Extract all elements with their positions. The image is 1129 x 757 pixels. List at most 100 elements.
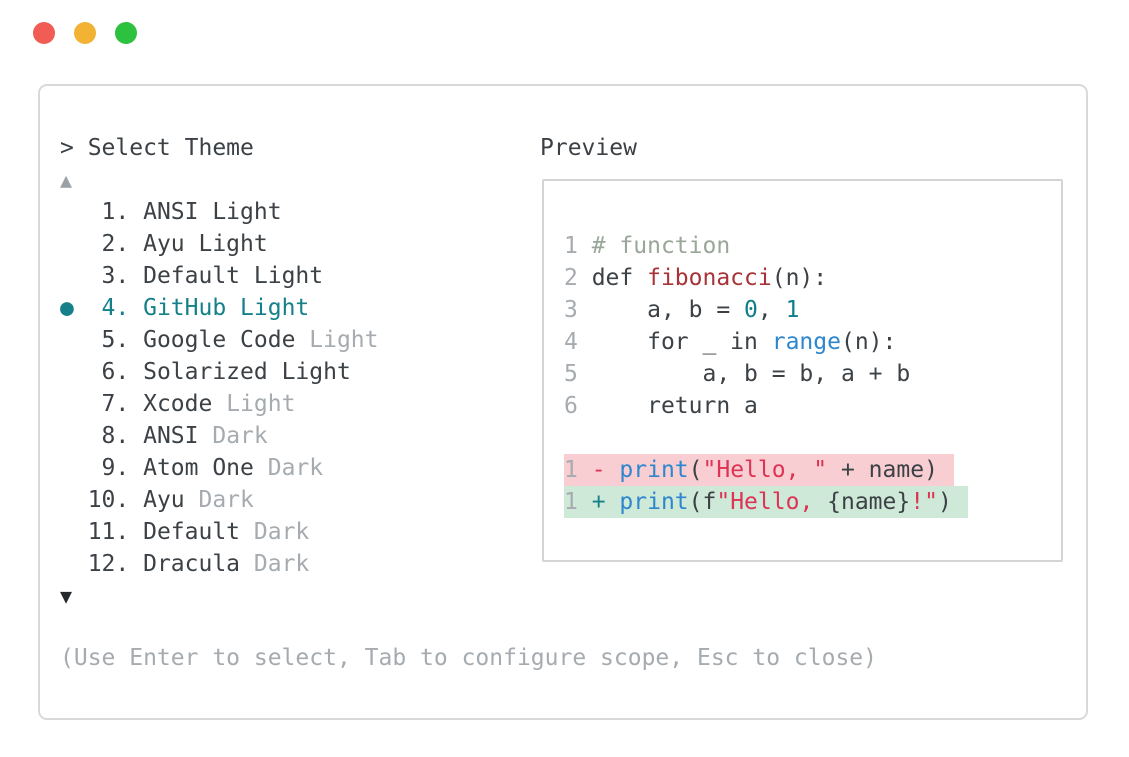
select-theme-prompt: > Select Theme	[60, 135, 254, 161]
token-plain: + name)	[827, 457, 938, 483]
selected-bullet-icon: ●	[60, 295, 88, 321]
theme-item-number: 2.	[87, 231, 130, 257]
theme-item[interactable]: 7. Xcode Light	[60, 388, 379, 420]
theme-item[interactable]: 12. Dracula Dark	[60, 548, 379, 580]
token-plain: a, b = b, a + b	[591, 361, 911, 387]
token-plus: +	[591, 489, 620, 515]
token-plain: for _ in	[591, 329, 772, 355]
code-line: 2 def fibonacci(n):	[564, 262, 1051, 294]
theme-item-label: Solarized Light	[129, 359, 351, 385]
theme-item-number: 12.	[87, 551, 130, 577]
theme-item-label: Default	[129, 519, 241, 545]
line-number: 6	[564, 393, 592, 419]
theme-item-number: 6.	[87, 359, 130, 385]
token-plain: (n):	[840, 329, 897, 355]
diff-removed-line: 1 - print("Hello, " + name)	[564, 454, 954, 486]
token-func: fibonacci	[647, 265, 772, 291]
code-line: 1 + print(f"Hello, {name}!")	[564, 486, 1051, 518]
line-number: 1	[564, 233, 592, 259]
theme-item-variant: Light	[212, 391, 296, 417]
theme-selector-panel: > Select Theme ▲ 1. ANSI Light 2. Ayu Li…	[38, 84, 1088, 720]
theme-item-variant: Dark	[240, 551, 310, 577]
token-builtin: print	[619, 457, 689, 483]
scroll-up-icon[interactable]: ▲	[60, 168, 73, 192]
theme-item-label: Atom One	[129, 455, 254, 481]
token-builtin: range	[771, 329, 841, 355]
line-number: 5	[564, 361, 592, 387]
bullet-placeholder	[60, 455, 88, 481]
token-plain: (n):	[771, 265, 828, 291]
theme-item-number: 4.	[87, 295, 130, 321]
bullet-placeholder	[60, 359, 88, 385]
bullet-placeholder	[60, 487, 88, 513]
token-str: !"	[910, 489, 938, 515]
code-line	[564, 422, 1051, 454]
theme-item-number: 3.	[87, 263, 130, 289]
diff-added-line: 1 + print(f"Hello, {name}!")	[564, 486, 968, 518]
token-str: "Hello,	[716, 489, 828, 515]
code-line-content: 2 def fibonacci(n):	[564, 262, 843, 294]
theme-item[interactable]: 9. Atom One Dark	[60, 452, 379, 484]
theme-item-number: 10.	[87, 487, 130, 513]
preview-title: Preview	[540, 135, 637, 161]
bullet-placeholder	[60, 199, 88, 225]
theme-item-variant: Dark	[184, 487, 254, 513]
token-plain: (	[688, 457, 703, 483]
token-builtin: print	[619, 489, 689, 515]
maximize-button-icon[interactable]	[115, 22, 137, 44]
theme-item[interactable]: 10. Ayu Dark	[60, 484, 379, 516]
theme-item[interactable]: 3. Default Light	[60, 260, 379, 292]
theme-item-label: ANSI	[129, 423, 199, 449]
theme-item-variant: Dark	[198, 423, 268, 449]
token-plain: )	[937, 489, 952, 515]
theme-item-variant: Dark	[253, 455, 324, 481]
theme-item-number: 9.	[87, 455, 130, 481]
theme-item-number: 11.	[87, 519, 130, 545]
bullet-placeholder	[60, 391, 88, 417]
theme-item[interactable]: 8. ANSI Dark	[60, 420, 379, 452]
theme-item-label: Ayu Light	[129, 231, 268, 257]
minimize-button-icon[interactable]	[74, 22, 96, 44]
code-line: 1 # function	[564, 230, 1051, 262]
theme-item[interactable]: 11. Default Dark	[60, 516, 379, 548]
token-plain: ,	[757, 297, 786, 323]
bullet-placeholder	[60, 519, 88, 545]
theme-item[interactable]: ● 4. GitHub Light	[60, 292, 379, 324]
token-num: 1	[785, 297, 800, 323]
bullet-placeholder	[60, 263, 88, 289]
theme-item-label: ANSI Light	[129, 199, 282, 225]
code-line-content: 4 for _ in range(n):	[564, 326, 912, 358]
token-plain: def	[591, 265, 648, 291]
code-line: 3 a, b = 0, 1	[564, 294, 1051, 326]
theme-item-number: 8.	[87, 423, 130, 449]
token-plain: a, b =	[591, 297, 745, 323]
code-line-content: 1 # function	[564, 230, 746, 262]
close-button-icon[interactable]	[33, 22, 55, 44]
theme-item-number: 7.	[87, 391, 130, 417]
theme-item-label: Dracula	[129, 551, 241, 577]
code-line-content: 5 a, b = b, a + b	[564, 358, 926, 390]
token-plain: return a	[591, 393, 758, 419]
theme-item[interactable]: 1. ANSI Light	[60, 196, 379, 228]
bullet-placeholder	[60, 327, 88, 353]
theme-item[interactable]: 2. Ayu Light	[60, 228, 379, 260]
theme-item-variant: Light	[295, 327, 379, 353]
theme-item-label: Google Code	[129, 327, 296, 353]
code-line: 4 for _ in range(n):	[564, 326, 1051, 358]
theme-item[interactable]: 5. Google Code Light	[60, 324, 379, 356]
code-line: 1 - print("Hello, " + name)	[564, 454, 1051, 486]
token-plain: (f	[688, 489, 717, 515]
line-number: 4	[564, 329, 592, 355]
window-controls	[33, 22, 137, 44]
token-minus: -	[591, 457, 620, 483]
theme-item[interactable]: 6. Solarized Light	[60, 356, 379, 388]
bullet-placeholder	[60, 231, 88, 257]
theme-item-label: Xcode	[129, 391, 213, 417]
line-number: 1	[564, 457, 592, 483]
code-line: 5 a, b = b, a + b	[564, 358, 1051, 390]
scroll-down-icon[interactable]: ▼	[60, 584, 73, 608]
token-plain: {name}	[827, 489, 911, 515]
token-str: "Hello, "	[702, 457, 828, 483]
code-line-content: 6 return a	[564, 390, 774, 422]
